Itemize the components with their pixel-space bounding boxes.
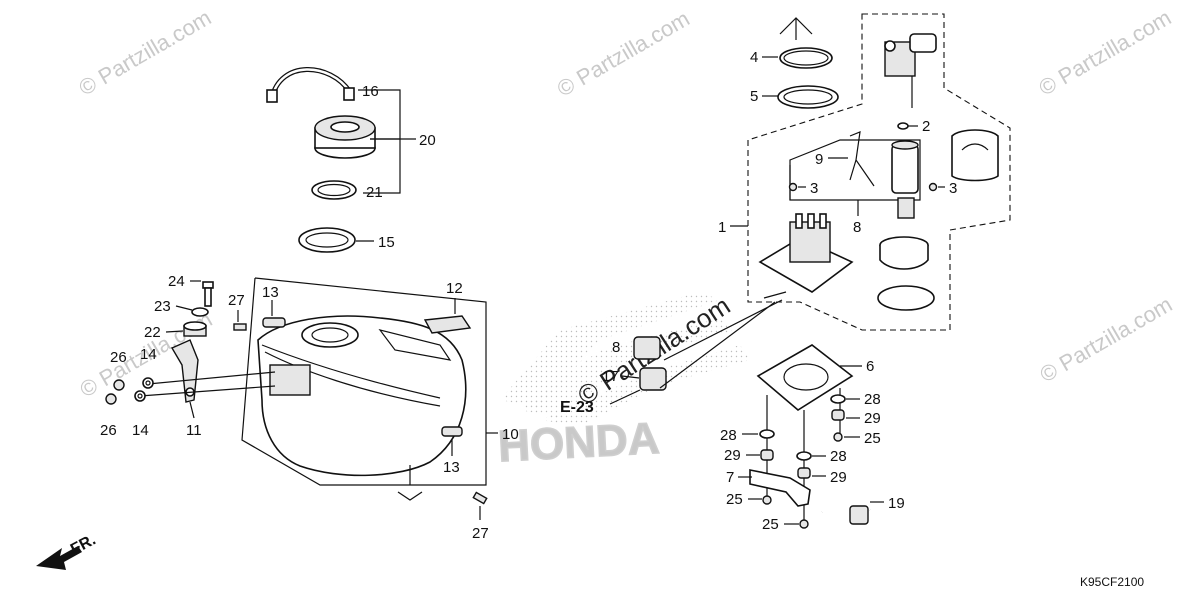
front-direction-arrow: FR. [36, 531, 99, 570]
watermark-mid-right: © Partzilla.com [1036, 292, 1177, 388]
gasket-plate-6 [756, 344, 854, 411]
rubber-18 [633, 336, 661, 360]
callout-1[interactable]: 1 [718, 219, 726, 236]
callout-5[interactable]: 5 [750, 88, 758, 105]
gasket-lower-ring [877, 285, 935, 311]
callout-14-lower[interactable]: 14 [132, 422, 149, 439]
callout-27-lower[interactable]: 27 [472, 525, 489, 542]
watermark-top-right: © Partzilla.com [1035, 5, 1176, 101]
o-ring-4 [779, 47, 833, 69]
o-ring-3-right [928, 182, 938, 192]
callout-20[interactable]: 20 [419, 132, 436, 149]
cushion-13-upper [262, 317, 286, 328]
nut-25-left [762, 495, 772, 505]
callout-9[interactable]: 9 [815, 151, 823, 168]
callout-25-left[interactable]: 25 [726, 491, 743, 508]
rubber-17 [639, 367, 667, 391]
callout-28-left[interactable]: 28 [720, 427, 737, 444]
callout-29-mid[interactable]: 29 [830, 469, 847, 486]
o-ring-2 [897, 122, 909, 130]
washer-28-mid [796, 451, 812, 461]
diagram-code: K95CF2100 [1080, 575, 1144, 589]
washer-28-right [830, 394, 846, 404]
breather-tube [266, 67, 355, 103]
callout-27-upper[interactable]: 27 [228, 292, 245, 309]
callout-14-upper[interactable]: 14 [140, 346, 157, 363]
collar-29-right [831, 409, 845, 421]
bolt-24 [202, 281, 214, 307]
callout-8[interactable]: 8 [853, 219, 861, 236]
collar-22 [183, 321, 207, 337]
fuel-tank [257, 315, 467, 477]
watermark-top-center: © Partzilla.com [553, 6, 694, 102]
callout-29-left[interactable]: 29 [724, 447, 741, 464]
callout-18[interactable]: 8 [612, 339, 620, 356]
callout-25-bottom[interactable]: 25 [762, 516, 779, 533]
nut-25-bottom [799, 519, 809, 529]
nut-26-upper [113, 379, 125, 391]
collar-29-mid [797, 467, 811, 479]
callout-13-upper[interactable]: 13 [262, 284, 279, 301]
filter-cup [879, 236, 929, 270]
washer-14-lower [134, 390, 146, 402]
cap-gasket [311, 180, 357, 200]
callout-6[interactable]: 6 [866, 358, 874, 375]
filler-packing [298, 227, 356, 253]
callout-21[interactable]: 21 [366, 184, 383, 201]
bracket-7 [749, 469, 811, 507]
wire-clip-9 [849, 131, 875, 187]
callout-10[interactable]: 10 [502, 426, 519, 443]
callout-25-right[interactable]: 25 [864, 430, 881, 447]
callout-22[interactable]: 22 [144, 324, 161, 341]
reference-e23[interactable]: E-23 [560, 399, 594, 416]
callout-7[interactable]: 7 [726, 469, 734, 486]
callout-26-upper[interactable]: 26 [110, 349, 127, 366]
callout-2[interactable]: 2 [922, 118, 930, 135]
pump-holder [951, 129, 999, 182]
callout-24[interactable]: 24 [168, 273, 185, 290]
nut-25-right [833, 432, 843, 442]
callout-15[interactable]: 15 [378, 234, 395, 251]
callout-3-left[interactable]: 3 [810, 180, 818, 197]
callout-11[interactable]: 11 [186, 422, 202, 439]
cushion-13-lower [441, 426, 463, 437]
callout-17[interactable]: 17 [602, 368, 619, 385]
washer-14-upper [142, 377, 154, 389]
callout-4[interactable]: 4 [750, 49, 758, 66]
clip-27-upper [233, 323, 247, 331]
fuel-pump-motor [891, 140, 919, 219]
pressure-regulator [884, 33, 937, 108]
o-ring-3-left [788, 182, 798, 192]
honda-brand-watermark: HONDA [497, 414, 661, 471]
callout-29-right[interactable]: 29 [864, 410, 881, 427]
callout-23[interactable]: 23 [154, 298, 171, 315]
washer-23 [191, 307, 209, 317]
callout-19[interactable]: 19 [888, 495, 905, 512]
cushion-12 [423, 315, 472, 334]
callout-28-right[interactable]: 28 [864, 391, 881, 408]
watermark-top-left: © Partzilla.com [75, 5, 216, 101]
callout-13-lower[interactable]: 13 [443, 459, 460, 476]
callout-16[interactable]: 16 [362, 83, 379, 100]
collar-29-left [760, 449, 774, 461]
nut-26-lower [105, 393, 117, 405]
fuel-pump-base [758, 213, 854, 299]
callout-3-right[interactable]: 3 [949, 180, 957, 197]
callout-12[interactable]: 12 [446, 280, 463, 297]
clip-27-lower [472, 491, 488, 505]
callout-26-lower[interactable]: 26 [100, 422, 117, 439]
callout-28-mid[interactable]: 28 [830, 448, 847, 465]
washer-28-left [759, 429, 775, 439]
ring-5 [777, 85, 839, 109]
fuel-hose-19 [821, 498, 872, 525]
fuel-cap [314, 115, 376, 159]
